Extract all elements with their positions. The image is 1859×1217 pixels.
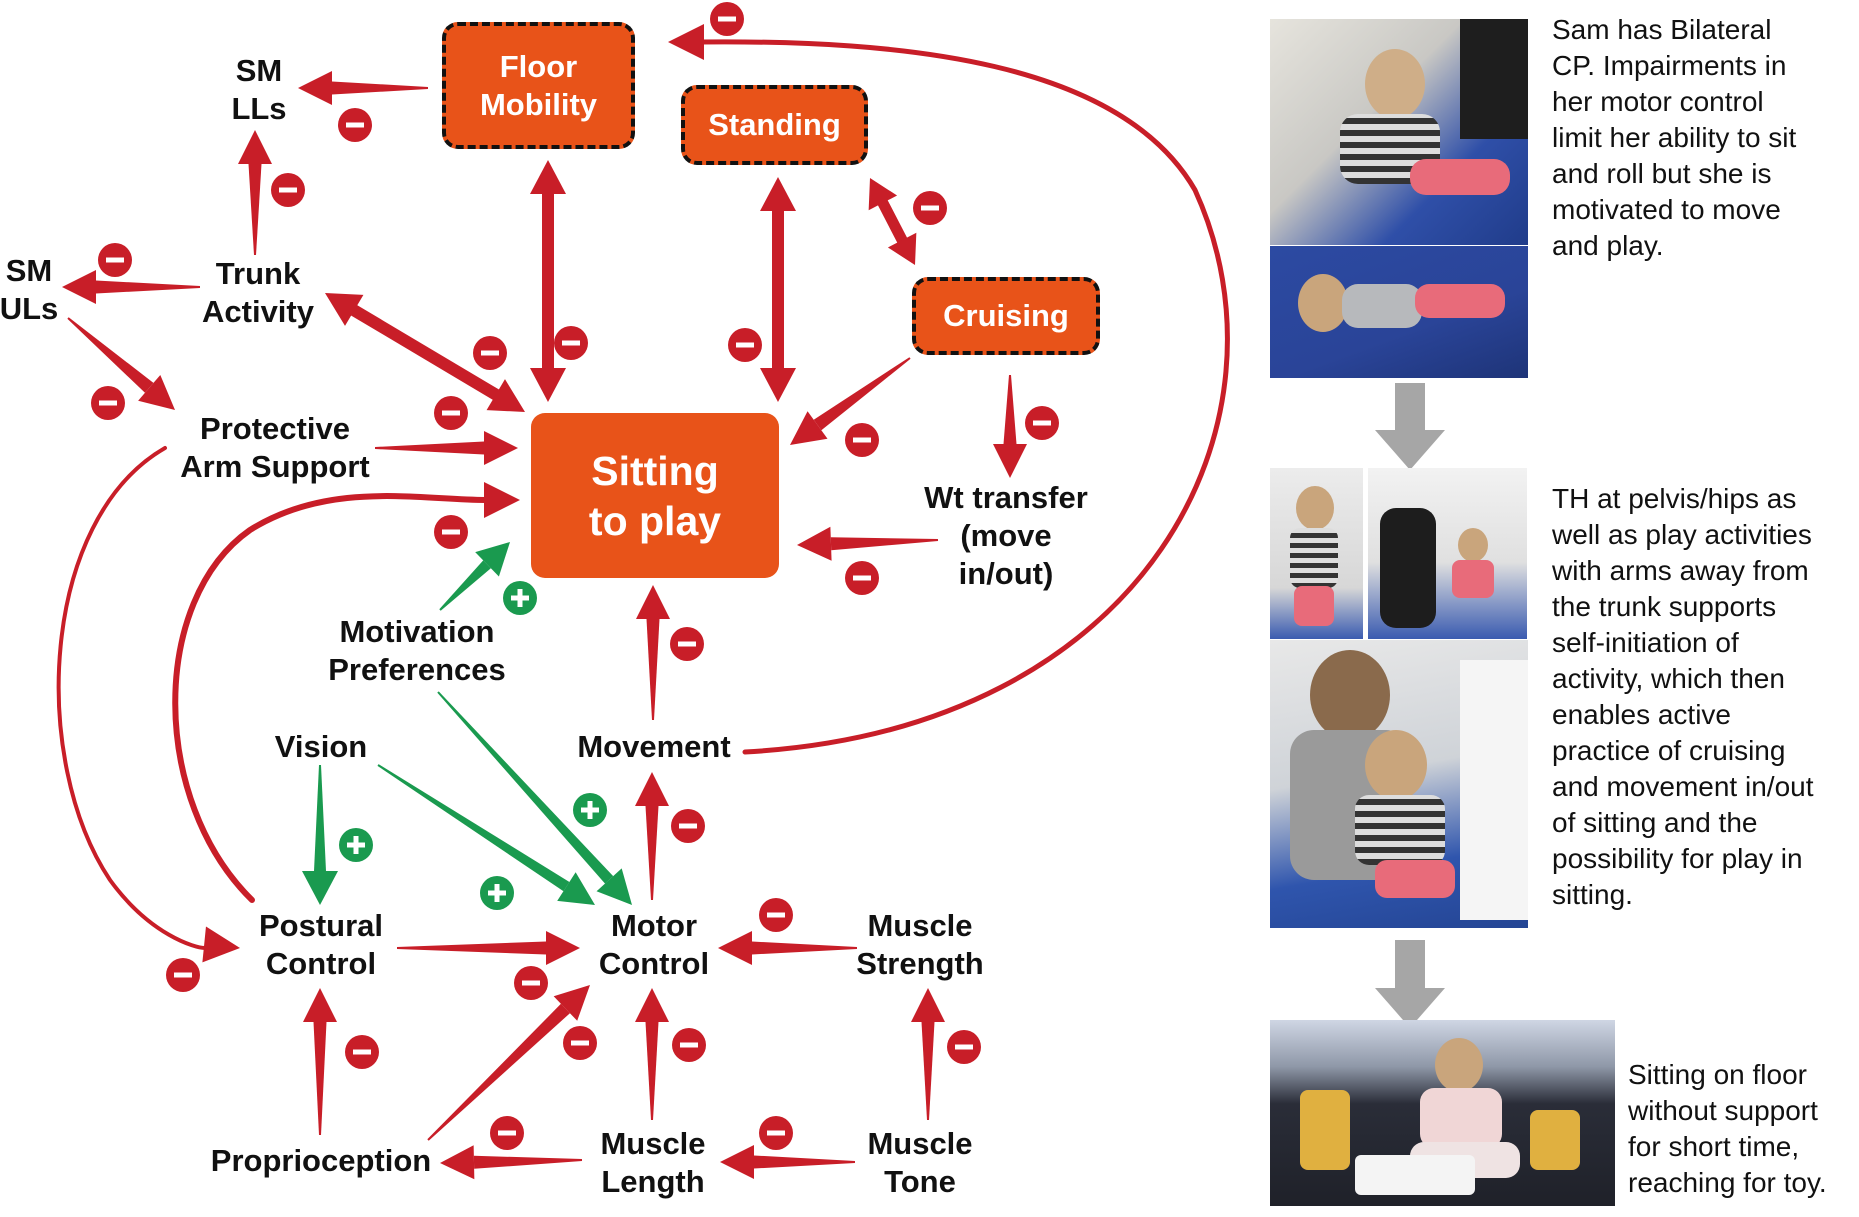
floor-mobility-box: Floor Mobility bbox=[442, 22, 635, 149]
motivation-preferences-label: Motivation Preferences bbox=[328, 614, 506, 687]
sign-cruising-sitting bbox=[845, 423, 879, 457]
proprioception-label: Proprioception bbox=[210, 1143, 432, 1178]
sign-vision-postural bbox=[339, 828, 373, 862]
arrow-motor-to-movement bbox=[635, 772, 669, 900]
sign-postural-motor bbox=[514, 966, 548, 1000]
movement-label: Movement bbox=[577, 729, 731, 764]
arrow-floor-sitting bbox=[530, 160, 566, 402]
arrow-trunk-to-smlls bbox=[238, 130, 272, 255]
photo-cruising-room bbox=[1368, 468, 1527, 639]
sign-standing-cruising bbox=[913, 191, 947, 225]
muscle-strength-label: Muscle Strength bbox=[856, 908, 984, 981]
arrow-motivation-to-sitting bbox=[439, 542, 510, 611]
arrow-tone-to-strength bbox=[911, 988, 945, 1120]
arrow-vision-to-postural bbox=[302, 765, 338, 905]
photo-lying-supine bbox=[1270, 246, 1528, 378]
arrow-protective-to-sitting bbox=[375, 431, 518, 465]
sign-postural-sitting bbox=[434, 515, 468, 549]
arrow-cruising-to-sitting bbox=[790, 357, 911, 445]
arrow-wt-to-sitting bbox=[797, 526, 939, 561]
sign-floor-sitting bbox=[554, 326, 588, 360]
trunk-activity-label: Trunk Activity bbox=[202, 256, 314, 329]
vision-label: Vision bbox=[274, 729, 368, 764]
motor-control-label: Motor Control bbox=[598, 908, 710, 981]
arrow-strength-to-motor bbox=[718, 931, 857, 965]
photo-standing-at-table bbox=[1270, 468, 1363, 639]
protective-arm-support-label: Protective Arm Support bbox=[180, 411, 370, 484]
arrow-proprio-to-postural bbox=[303, 988, 337, 1135]
arrow-postural-to-motor bbox=[397, 931, 580, 965]
arrow-length-to-motor bbox=[635, 988, 669, 1120]
sm-uls-label: SM ULs bbox=[0, 253, 59, 326]
arrow-smuls-to-protective bbox=[67, 317, 175, 410]
cruising-box: Cruising bbox=[912, 277, 1100, 355]
arrow-cruising-to-wt bbox=[993, 375, 1027, 478]
caption-impairments: Sam has Bilateral CP. Impairments in her… bbox=[1552, 14, 1797, 261]
sign-wt-sitting bbox=[845, 561, 879, 595]
photo-therapist-handling bbox=[1270, 640, 1528, 928]
sign-strength-motor bbox=[759, 898, 793, 932]
sign-standing-sitting bbox=[728, 328, 762, 362]
sign-trunk-sitting bbox=[473, 336, 507, 370]
sign-trunk-smuls bbox=[98, 243, 132, 277]
arrow-floor-to-smlls bbox=[298, 71, 428, 105]
sign-proprio-postural bbox=[345, 1035, 379, 1069]
sign-vision-motor bbox=[480, 876, 514, 910]
sign-smuls-protective bbox=[91, 386, 125, 420]
arrow-length-to-proprio bbox=[440, 1145, 583, 1180]
arrow-vision-to-motor bbox=[377, 764, 595, 905]
arrow-postural-to-sitting bbox=[172, 482, 520, 903]
flow-arrow-1 bbox=[1375, 383, 1445, 470]
arrow-trunk-to-smuls bbox=[62, 270, 200, 304]
arrow-protective-to-postural bbox=[56, 446, 240, 963]
sign-tone-strength bbox=[947, 1030, 981, 1064]
arrow-proprio-to-motor bbox=[427, 985, 590, 1141]
sign-floor-smlls bbox=[338, 108, 372, 142]
sign-cruising-wt bbox=[1025, 406, 1059, 440]
arrow-motivation-to-motor bbox=[437, 691, 632, 905]
arrow-movement-to-sitting bbox=[636, 585, 670, 720]
sitting-to-play-box: Sitting to play bbox=[531, 413, 779, 578]
arrow-standing-cruising bbox=[868, 178, 917, 265]
postural-control-label: Postural Control bbox=[258, 908, 384, 981]
sign-movement-sitting bbox=[670, 627, 704, 661]
sign-motor-movement bbox=[671, 809, 705, 843]
flow-arrow-2 bbox=[1375, 940, 1445, 1028]
sign-length-motor bbox=[672, 1028, 706, 1062]
sign-protective-postural bbox=[166, 958, 200, 992]
caption-therapeutic-handling: TH at pelvis/hips as well as play activi… bbox=[1552, 483, 1814, 910]
muscle-tone-label: Muscle Tone bbox=[867, 1126, 973, 1199]
sign-tone-length bbox=[759, 1116, 793, 1150]
sign-movement-floor bbox=[710, 2, 744, 36]
sign-motivation-sitting bbox=[503, 581, 537, 615]
arrow-tone-to-length bbox=[720, 1145, 855, 1179]
sign-proprio-motor bbox=[563, 1026, 597, 1060]
arrow-movement-to-floor bbox=[668, 24, 1230, 755]
arrow-standing-sitting bbox=[760, 177, 796, 402]
photo-sitting-with-toys bbox=[1270, 1020, 1615, 1206]
caption-sitting-on-floor: Sitting on floor without support for sho… bbox=[1628, 1059, 1827, 1198]
sign-motivation-motor bbox=[573, 793, 607, 827]
standing-box: Standing bbox=[681, 85, 868, 165]
wt-transfer-label: Wt transfer (move in/out) bbox=[924, 480, 1088, 591]
photo-sitting-supported bbox=[1270, 19, 1528, 245]
sign-protective-sitting bbox=[434, 396, 468, 430]
sign-length-proprio bbox=[490, 1116, 524, 1150]
sign-trunk-smlls bbox=[271, 173, 305, 207]
sm-lls-label: SM LLs bbox=[231, 53, 287, 126]
arrow-trunk-sitting bbox=[325, 293, 525, 412]
muscle-length-label: Muscle Length bbox=[600, 1126, 706, 1199]
